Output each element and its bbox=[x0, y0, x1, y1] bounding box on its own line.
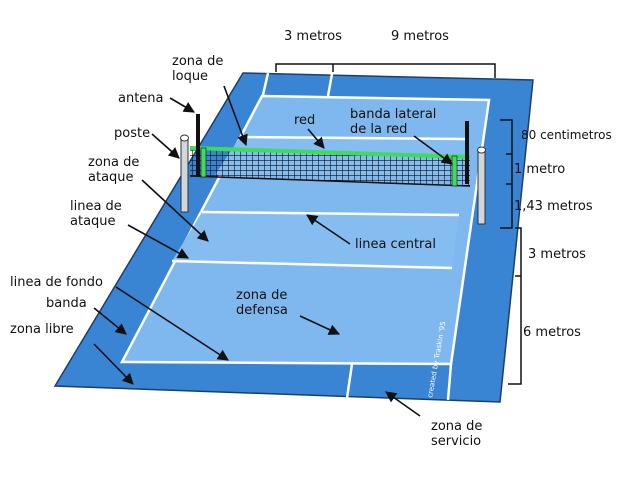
dim-antenna-height: 80 centimetros bbox=[521, 128, 612, 142]
label-zona-de-ataque-2: ataque bbox=[88, 170, 134, 185]
side-band-right bbox=[451, 155, 458, 187]
center-line bbox=[201, 210, 460, 217]
arrow-zona-de-servicio bbox=[385, 391, 421, 417]
post-left-cap bbox=[180, 134, 189, 142]
service-mark-left bbox=[345, 363, 354, 399]
dim-top-left: 3 metros bbox=[284, 29, 342, 44]
dim-net-height: 1,43 metros bbox=[514, 199, 593, 214]
arrow-antena bbox=[169, 97, 195, 113]
antenna-left bbox=[196, 114, 200, 176]
net bbox=[189, 114, 471, 187]
dimension-brackets bbox=[275, 63, 522, 385]
attack-zone-near bbox=[172, 212, 459, 268]
label-zona-de-defensa-1: zona de bbox=[236, 288, 287, 303]
side-band-left bbox=[200, 147, 207, 178]
net-mesh bbox=[190, 148, 470, 186]
label-linea-central: linea central bbox=[355, 237, 436, 252]
label-zona-de-servicio-2: servicio bbox=[431, 434, 481, 449]
arrow-zona-de-loque bbox=[223, 85, 248, 147]
label-red: red bbox=[294, 113, 315, 128]
service-mark-right bbox=[446, 363, 453, 401]
arrow-linea-de-fondo bbox=[115, 286, 229, 361]
label-zona-de-loque-2: loque bbox=[172, 69, 208, 84]
arrow-zona-libre bbox=[93, 343, 134, 385]
antenna-bracket bbox=[500, 119, 513, 229]
label-poste: poste bbox=[114, 126, 150, 141]
label-linea-de-fondo: linea de fondo bbox=[10, 275, 103, 290]
arrow-banda bbox=[93, 307, 127, 335]
dim-attack-depth: 3 metros bbox=[528, 247, 586, 262]
dim-net-band: 1 metro bbox=[514, 162, 565, 177]
posts bbox=[180, 134, 486, 225]
net-bottom-cord bbox=[189, 175, 471, 187]
arrow-zona-de-ataque bbox=[141, 179, 209, 242]
label-zona-de-defensa-2: defensa bbox=[236, 303, 288, 318]
label-zona-libre: zona libre bbox=[10, 322, 74, 337]
court-lines bbox=[171, 72, 467, 401]
label-linea-de-ataque-2: ataque bbox=[70, 214, 116, 229]
arrow-banda-lateral bbox=[413, 135, 453, 165]
arrow-linea-de-ataque bbox=[127, 224, 189, 259]
service-mark-top-left bbox=[261, 72, 270, 96]
depth-bracket bbox=[508, 227, 522, 385]
net-top-band bbox=[189, 146, 471, 159]
arrow-zona-de-defensa bbox=[299, 315, 341, 335]
antenna-right bbox=[465, 121, 469, 184]
label-zona-de-servicio-1: zona de bbox=[431, 419, 482, 434]
attack-line-near bbox=[171, 259, 453, 270]
label-antena: antena bbox=[118, 91, 164, 106]
post-right bbox=[477, 149, 486, 225]
attack-line-far bbox=[240, 135, 467, 141]
label-linea-de-ataque-1: linea de bbox=[70, 199, 122, 214]
arrow-linea-central bbox=[306, 214, 351, 245]
top-bracket bbox=[275, 63, 496, 78]
arrow-poste bbox=[151, 133, 180, 159]
service-mark-top-right bbox=[326, 73, 334, 97]
label-banda-lateral-2: de la red bbox=[350, 122, 407, 137]
label-banda-lateral-1: banda lateral bbox=[350, 107, 436, 122]
label-zona-de-loque-1: zona de bbox=[172, 54, 223, 69]
dim-defense-depth: 6 metros bbox=[523, 325, 581, 340]
dim-top-right: 9 metros bbox=[391, 29, 449, 44]
pointer-arrows bbox=[93, 85, 453, 417]
post-right-cap bbox=[477, 146, 486, 154]
label-zona-de-ataque-1: zona de bbox=[88, 155, 139, 170]
arrow-red bbox=[307, 128, 325, 149]
label-banda: banda bbox=[46, 296, 87, 311]
post-left bbox=[180, 137, 189, 213]
